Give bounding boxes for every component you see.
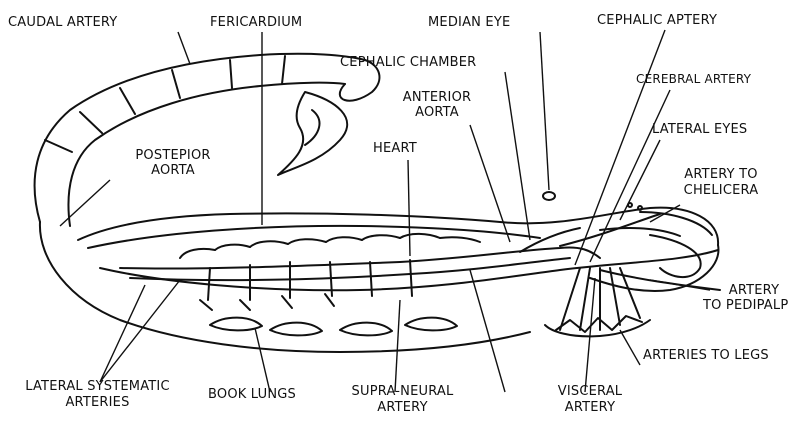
label-pericardium: FERICARDIUM xyxy=(210,15,302,30)
pericardium-line xyxy=(88,226,540,248)
label-cerebral-artery: CEREBRAL ARTERY xyxy=(636,72,751,87)
label-posterior-aorta-2: AORTA xyxy=(118,163,228,178)
label-artery-chelicera-1: ARTERY TO xyxy=(666,167,776,182)
label-artery-pedipalp-2: TO PEDIPALP xyxy=(703,298,788,313)
label-visceral-2: ARTERY xyxy=(545,400,635,415)
heart-chambers xyxy=(180,234,480,258)
body-back-outline xyxy=(40,222,530,352)
label-caudal-artery: CAUDAL ARTERY xyxy=(8,15,117,30)
label-visceral-1: VISCERAL xyxy=(545,384,635,399)
label-posterior-aorta-1: POSTEPIOR xyxy=(118,148,228,163)
label-artery-pedipalp-1: ARTERY xyxy=(714,283,794,298)
label-supra-neural-1: SUPRA-NEURAL xyxy=(335,384,470,399)
median-eye xyxy=(543,192,555,200)
label-lateral-eyes: LATERAL EYES xyxy=(652,122,747,137)
label-heart: HEART xyxy=(373,141,417,156)
label-cephalic-artery: CEPHALIC APTERY xyxy=(597,13,717,28)
body-lower xyxy=(100,250,718,290)
label-lateral-systematic-2: ARTERIES xyxy=(5,395,190,410)
tail-outer xyxy=(35,54,365,222)
label-book-lungs: BOOK LUNGS xyxy=(208,387,296,402)
label-cephalic-chamber: CEPHALIC CHAMBER xyxy=(340,55,476,70)
telson xyxy=(278,92,347,175)
label-lateral-systematic-1: LATERAL SYSTEMATIC xyxy=(5,379,190,394)
label-anterior-aorta-1: ANTERIOR xyxy=(392,90,482,105)
label-anterior-aorta-2: AORTA xyxy=(392,105,482,120)
label-arteries-to-legs: ARTERIES TO LEGS xyxy=(643,348,769,363)
label-supra-neural-2: ARTERY xyxy=(335,400,470,415)
book-lungs-drawing xyxy=(210,318,457,336)
label-median-eye: MEDIAN EYE xyxy=(428,15,510,30)
label-artery-chelicera-2: CHELICERA xyxy=(666,183,776,198)
